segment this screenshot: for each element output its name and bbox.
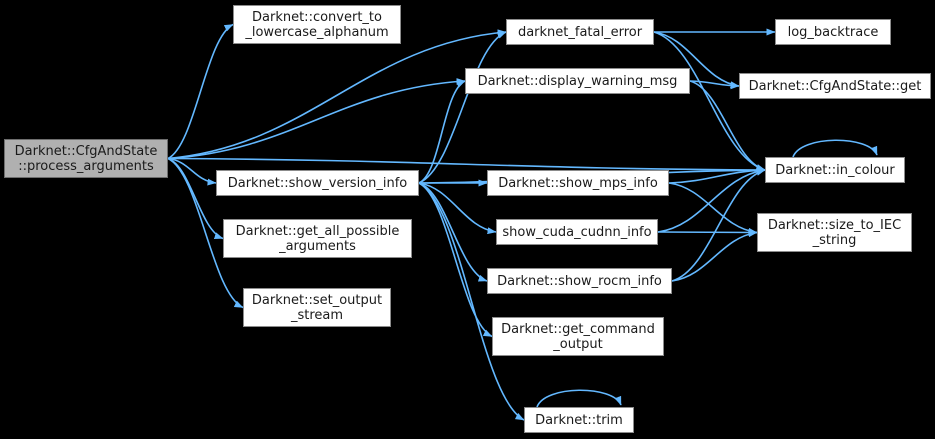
graph-node-cfgandstate_get[interactable]: Darknet::CfgAndState::get bbox=[739, 73, 931, 99]
graph-node-show_cuda_cudnn_info[interactable]: show_cuda_cudnn_info bbox=[496, 219, 658, 245]
edge-display_warning_msg-to-in_colour bbox=[689, 80, 766, 172]
edge-process_arguments-to-in_colour bbox=[167, 157, 766, 174]
graph-node-trim[interactable]: Darknet::trim bbox=[524, 407, 634, 433]
edge-show_rocm_info-to-size_to_IEC_string bbox=[671, 230, 758, 282]
edge-darknet_fatal_error-to-in_colour bbox=[653, 31, 766, 171]
graph-node-get_command_output[interactable]: Darknet::get_command _output bbox=[492, 317, 664, 356]
edge-show_version_info-to-show_cuda_cudnn_info bbox=[418, 182, 497, 235]
edge-process_arguments-to-convert_to_lowercase_alphanum bbox=[167, 23, 234, 160]
graph-node-process_arguments[interactable]: Darknet::CfgAndState ::process_arguments bbox=[4, 139, 168, 178]
graph-node-show_version_info[interactable]: Darknet::show_version_info bbox=[216, 170, 419, 196]
graph-node-set_output_stream[interactable]: Darknet::set_output _stream bbox=[243, 288, 391, 327]
edge-process_arguments-to-get_all_possible_arguments bbox=[167, 157, 224, 240]
graph-node-darknet_fatal_error[interactable]: darknet_fatal_error bbox=[506, 19, 654, 45]
graph-node-convert_to_lowercase_alphanum[interactable]: Darknet::convert_to _lowercase_alphanum bbox=[233, 5, 401, 44]
edge-display_warning_msg-to-cfgandstate_get bbox=[689, 80, 740, 90]
graph-node-get_all_possible_arguments[interactable]: Darknet::get_all_possible _arguments bbox=[223, 219, 412, 258]
edge-show_version_info-to-display_warning_msg bbox=[418, 80, 466, 184]
edge-process_arguments-to-show_version_info bbox=[167, 157, 217, 186]
edge-show_version_info-to-darknet_fatal_error bbox=[418, 31, 507, 184]
graph-node-display_warning_msg[interactable]: Darknet::display_warning_msg bbox=[465, 68, 690, 94]
edge-process_arguments-to-darknet_fatal_error bbox=[167, 29, 507, 160]
graph-node-log_backtrace[interactable]: log_backtrace bbox=[775, 19, 891, 45]
edge-darknet_fatal_error-to-cfgandstate_get bbox=[653, 31, 740, 89]
edge-in_colour-to-in_colour bbox=[792, 139, 878, 158]
edge-show_mps_info-to-size_to_IEC_string bbox=[668, 182, 758, 235]
edge-show_version_info-to-trim bbox=[418, 182, 525, 421]
edge-show_mps_info-to-in_colour bbox=[668, 166, 766, 184]
edge-show_cuda_cudnn_info-to-size_to_IEC_string bbox=[657, 228, 758, 236]
edge-process_arguments-to-set_output_stream bbox=[167, 157, 244, 309]
graph-node-show_rocm_info[interactable]: Darknet::show_rocm_info bbox=[487, 268, 672, 294]
edge-process_arguments-to-display_warning_msg bbox=[167, 78, 466, 160]
graph-node-show_mps_info[interactable]: Darknet::show_mps_info bbox=[487, 170, 669, 196]
graph-node-in_colour[interactable]: Darknet::in_colour bbox=[765, 157, 905, 183]
graph-node-size_to_IEC_string[interactable]: Darknet::size_to_IEC _string bbox=[757, 213, 912, 252]
edge-show_cuda_cudnn_info-to-in_colour bbox=[657, 167, 766, 233]
edge-show_rocm_info-to-in_colour bbox=[671, 168, 766, 282]
edge-trim-to-trim bbox=[536, 389, 622, 408]
edge-show_version_info-to-show_rocm_info bbox=[418, 182, 488, 282]
